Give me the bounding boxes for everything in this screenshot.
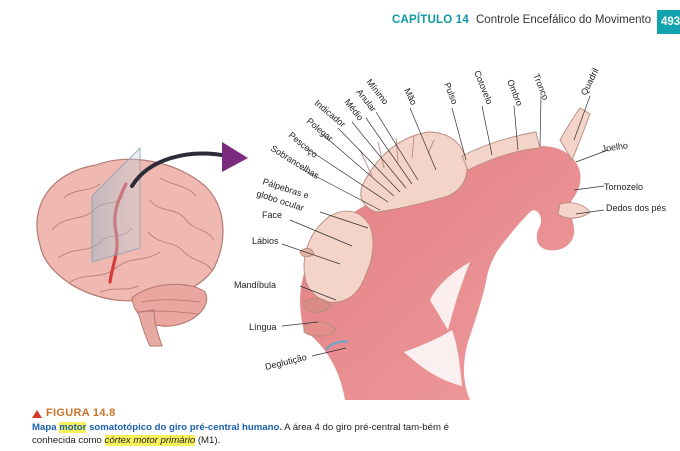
caption-title-part2: somatotópico do giro pré-central humano.	[89, 422, 282, 433]
foot	[558, 203, 590, 219]
label-degluticao: Deglutição	[264, 352, 308, 372]
label-pulso: Pulso	[442, 81, 460, 106]
label-mandibula: Mandíbula	[234, 280, 276, 290]
label-cotovelo: Cotovelo	[472, 69, 495, 106]
caption-title-part1: Mapa	[32, 422, 57, 433]
label-quadril: Quadril	[579, 66, 601, 96]
caption-body-part2: (M1).	[198, 435, 220, 446]
figure-label: FIGURA 14.8	[32, 407, 472, 420]
figure-number: FIGURA 14.8	[46, 407, 116, 420]
caption-body-highlight: córtex motor primário	[105, 435, 196, 446]
label-mao: Mão	[402, 86, 419, 106]
brain-illustration	[37, 148, 223, 346]
label-face: Face	[262, 210, 282, 220]
label-lingua: Língua	[249, 322, 277, 332]
label-ombro: Ombro	[505, 78, 525, 107]
label-dedos: Dedos dos pés	[606, 203, 667, 213]
caption-text: Mapa motor somatotópico do giro pré-cent…	[32, 421, 472, 447]
figure-caption: FIGURA 14.8 Mapa motor somatotópico do g…	[32, 407, 472, 447]
label-joelho: Joelho	[601, 140, 629, 154]
caption-title-highlight: motor	[59, 422, 86, 433]
label-tornozelo: Tornozelo	[604, 182, 643, 192]
triangle-icon	[32, 410, 42, 418]
label-labios: Lábios	[252, 236, 279, 246]
label-tronco: Tronco	[531, 72, 551, 101]
